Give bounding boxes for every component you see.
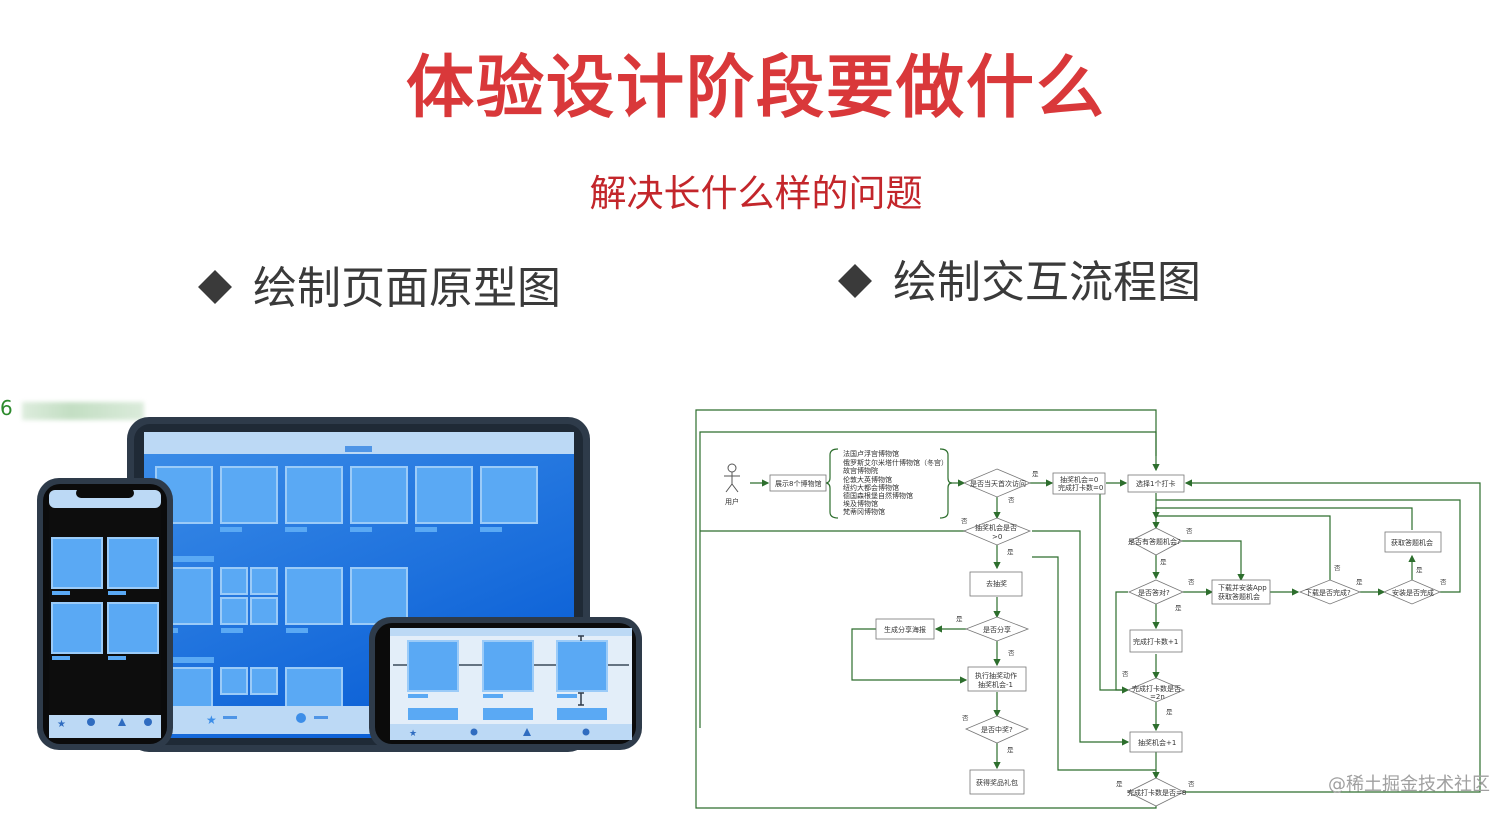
flow-go-draw: 去抽奖 <box>986 579 1007 588</box>
flow-has-answer: 是否有答题机会? <box>1128 537 1181 546</box>
label-yes: 是 <box>1166 708 1173 716</box>
label-yes: 是 <box>1356 578 1363 586</box>
triangle-icon <box>523 728 531 736</box>
flow-is-win: 是否中奖? <box>981 725 1013 734</box>
label-yes: 是 <box>1032 470 1039 478</box>
page-subtitle: 解决长什么样的问题 <box>589 172 923 215</box>
watermark: @稀土掘金技术社区 <box>1328 774 1490 795</box>
circle-icon <box>296 713 306 723</box>
phone-portrait: ★ <box>37 478 173 750</box>
label-yes: 是 <box>956 615 963 623</box>
label-no: 否 <box>1008 496 1015 504</box>
bullet-prototype: 绘制页面原型图 <box>198 252 561 316</box>
flow-show-museums: 展示8个博物馆 <box>775 479 821 488</box>
blurred-mark <box>22 402 144 420</box>
star-icon: ★ <box>409 729 417 739</box>
svg-text:纽约大都会博物馆: 纽约大都会博物馆 <box>843 483 899 492</box>
page-title: 体验设计阶段要做什么 <box>405 49 1106 128</box>
label-yes: 是 <box>1007 746 1014 754</box>
label-no: 否 <box>1440 578 1447 586</box>
star-icon: ★ <box>57 719 66 730</box>
label-no: 否 <box>1186 527 1193 535</box>
phone-landscape: ★ <box>369 617 642 750</box>
flow-download-done: 下载是否完成? <box>1305 588 1351 597</box>
flow-checkin-eq: 完成打卡数是否 <box>1132 684 1181 693</box>
label-yes: 是 <box>1116 780 1123 788</box>
circle-icon <box>582 728 590 736</box>
label-yes: 是 <box>1160 558 1167 566</box>
flow-chance-minus: 抽奖机会-1 <box>978 680 1013 689</box>
svg-text:故宫博物院: 故宫博物院 <box>843 466 878 475</box>
flow-is-share: 是否分享 <box>983 625 1011 634</box>
flow-get-prize: 获得奖品礼包 <box>976 778 1018 787</box>
label-yes: 是 <box>1175 604 1182 612</box>
flow-exec-draw: 执行抽奖动作 <box>975 671 1017 680</box>
flow-checkin-8: 完成打卡数是否=8 <box>1127 788 1186 797</box>
svg-text:伦敦大英博物馆: 伦敦大英博物馆 <box>843 475 892 484</box>
svg-text:法国卢浮宫博物馆: 法国卢浮宫博物馆 <box>843 449 899 458</box>
person-icon <box>724 463 740 493</box>
label-yes: 是 <box>1416 566 1423 574</box>
label-no: 否 <box>1188 780 1195 788</box>
flow-download-chance: 获取答题机会 <box>1218 592 1260 601</box>
flow-choose-card: 选择1个打卡 <box>1136 479 1175 488</box>
flow-chance-check-gt: >0 <box>992 533 1002 541</box>
flow-checkin-2n: =2n <box>1150 693 1165 701</box>
flow-init-checkin: 完成打卡数=0 <box>1058 483 1103 492</box>
label-no: 否 <box>961 517 968 525</box>
circle-icon <box>144 718 152 726</box>
flow-share-poster: 生成分享海报 <box>884 625 926 634</box>
label-no: 否 <box>1122 670 1129 678</box>
flow-chance-check: 抽奖机会是否 <box>975 523 1017 532</box>
flow-checkin-plus: 完成打卡数+1 <box>1133 637 1178 646</box>
label-no: 否 <box>1008 649 1015 657</box>
label-no: 否 <box>962 714 969 722</box>
svg-text:埃及博物馆: 埃及博物馆 <box>843 499 878 508</box>
label-no: 否 <box>1188 578 1195 586</box>
triangle-icon <box>118 718 126 726</box>
text-cursor-icon <box>578 635 584 706</box>
star-icon: ★ <box>206 713 217 727</box>
flow-answered: 是否答对? <box>1138 588 1170 597</box>
label-yes: 是 <box>1007 548 1014 556</box>
corner-mark: 6 <box>0 396 13 420</box>
museum-list: 法国卢浮宫博物馆 俄罗斯艾尔米塔什博物馆（冬宫） 故宫博物院 伦敦大英博物馆 纽… <box>843 449 948 516</box>
flow-init-chance: 抽奖机会=0 <box>1060 475 1098 484</box>
svg-text:俄罗斯艾尔米塔什博物馆（冬宫）: 俄罗斯艾尔米塔什博物馆（冬宫） <box>843 458 948 467</box>
flow-get-answer: 获取答题机会 <box>1391 538 1433 547</box>
flow-download-app: 下载并安装App <box>1218 583 1267 592</box>
flow-first-visit: 是否当天首次访问 <box>970 479 1026 488</box>
circle-icon <box>470 728 478 736</box>
svg-text:梵蒂冈博物馆: 梵蒂冈博物馆 <box>843 507 885 516</box>
flow-install-done: 安装是否完成 <box>1392 588 1434 597</box>
bullet-flowchart: 绘制交互流程图 <box>838 246 1201 310</box>
label-no: 否 <box>1334 564 1341 572</box>
bullet-flowchart-label: 绘制交互流程图 <box>893 257 1201 308</box>
circle-icon <box>87 718 95 726</box>
flow-chance-plus: 抽奖机会+1 <box>1138 738 1176 747</box>
svg-text:德国森根堡自然博物馆: 德国森根堡自然博物馆 <box>843 491 913 500</box>
flow-user-label: 用户 <box>725 497 739 506</box>
bullet-prototype-label: 绘制页面原型图 <box>253 263 561 314</box>
